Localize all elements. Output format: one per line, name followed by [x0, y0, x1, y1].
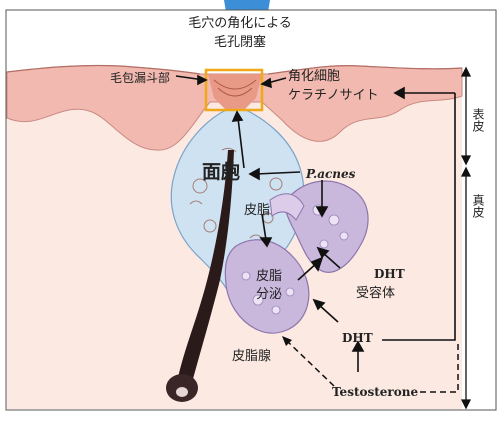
plug-caption-line2: 毛孔閉塞	[214, 34, 266, 50]
plug-caption-line1: 毛穴の角化による	[188, 16, 292, 31]
hair-papilla	[176, 387, 188, 397]
sebaceous-gland-label: 皮脂腺	[232, 349, 271, 364]
keratinocyte-label-line1: 角化細胞	[288, 69, 340, 84]
epidermis-label: 表皮	[471, 108, 485, 133]
sebum-label: 皮脂	[244, 203, 270, 218]
secretion-label-line1: 皮脂	[256, 269, 282, 284]
comedo-label: 面皰	[202, 160, 240, 183]
dht-receptor-label-line2: 受容体	[356, 285, 395, 301]
infundibulum-label: 毛包漏斗部	[110, 70, 170, 85]
secretion-label-line2: 分泌	[256, 287, 282, 302]
testosterone-label: Testosterone	[332, 385, 418, 399]
keratinocyte-label-line2: ケラチノサイト	[288, 88, 379, 103]
dht-receptor-label-line1: DHT	[374, 267, 405, 281]
dermis-label: 真皮	[471, 194, 485, 219]
dht-label: DHT	[342, 331, 373, 345]
pacnes-label: P.acnes	[305, 167, 356, 181]
